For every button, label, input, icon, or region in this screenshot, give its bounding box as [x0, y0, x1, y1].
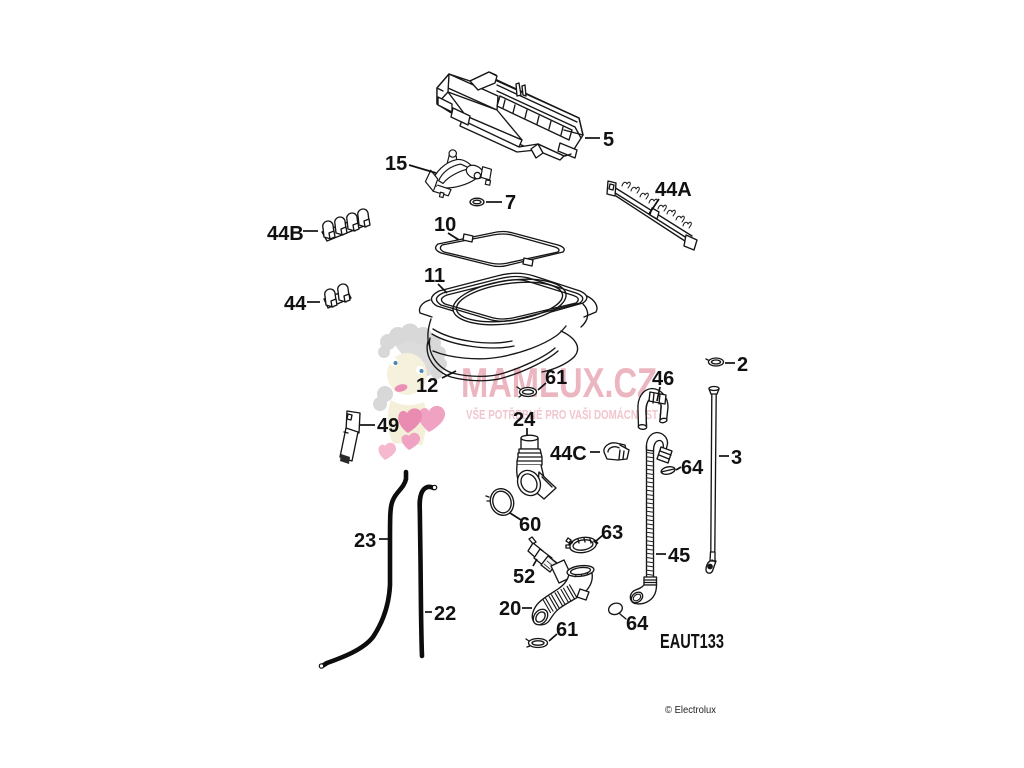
- svg-text:61: 61: [545, 367, 567, 389]
- svg-text:44: 44: [284, 293, 307, 315]
- svg-text:11: 11: [424, 265, 445, 287]
- svg-text:22: 22: [434, 603, 456, 625]
- svg-text:15: 15: [385, 153, 407, 175]
- svg-text:EAUT133: EAUT133: [660, 631, 724, 653]
- svg-text:52: 52: [513, 566, 535, 588]
- svg-text:3: 3: [731, 447, 742, 469]
- svg-text:61: 61: [556, 619, 578, 641]
- svg-text:64: 64: [681, 457, 704, 479]
- svg-text:64: 64: [626, 613, 649, 635]
- svg-text:60: 60: [519, 514, 541, 536]
- svg-text:63: 63: [601, 522, 623, 544]
- svg-text:46: 46: [652, 368, 674, 390]
- svg-text:5: 5: [603, 129, 614, 151]
- svg-text:2: 2: [737, 354, 748, 376]
- svg-text:24: 24: [513, 409, 536, 431]
- svg-text:VŠE POTŘEBNÉ PRO VAŠI DOMÁCNOS: VŠE POTŘEBNÉ PRO VAŠI DOMÁCNOST: [466, 407, 658, 422]
- svg-text:44C: 44C: [550, 443, 587, 465]
- svg-text:45: 45: [668, 545, 690, 567]
- svg-text:49: 49: [377, 415, 399, 437]
- svg-text:12: 12: [416, 375, 438, 397]
- svg-text:10: 10: [434, 214, 456, 236]
- svg-text:44B: 44B: [267, 223, 304, 245]
- svg-text:7: 7: [505, 192, 516, 214]
- svg-text:44A: 44A: [655, 179, 692, 201]
- svg-text:23: 23: [354, 530, 376, 552]
- svg-text:© Electrolux: © Electrolux: [665, 704, 717, 716]
- svg-text:20: 20: [499, 598, 521, 620]
